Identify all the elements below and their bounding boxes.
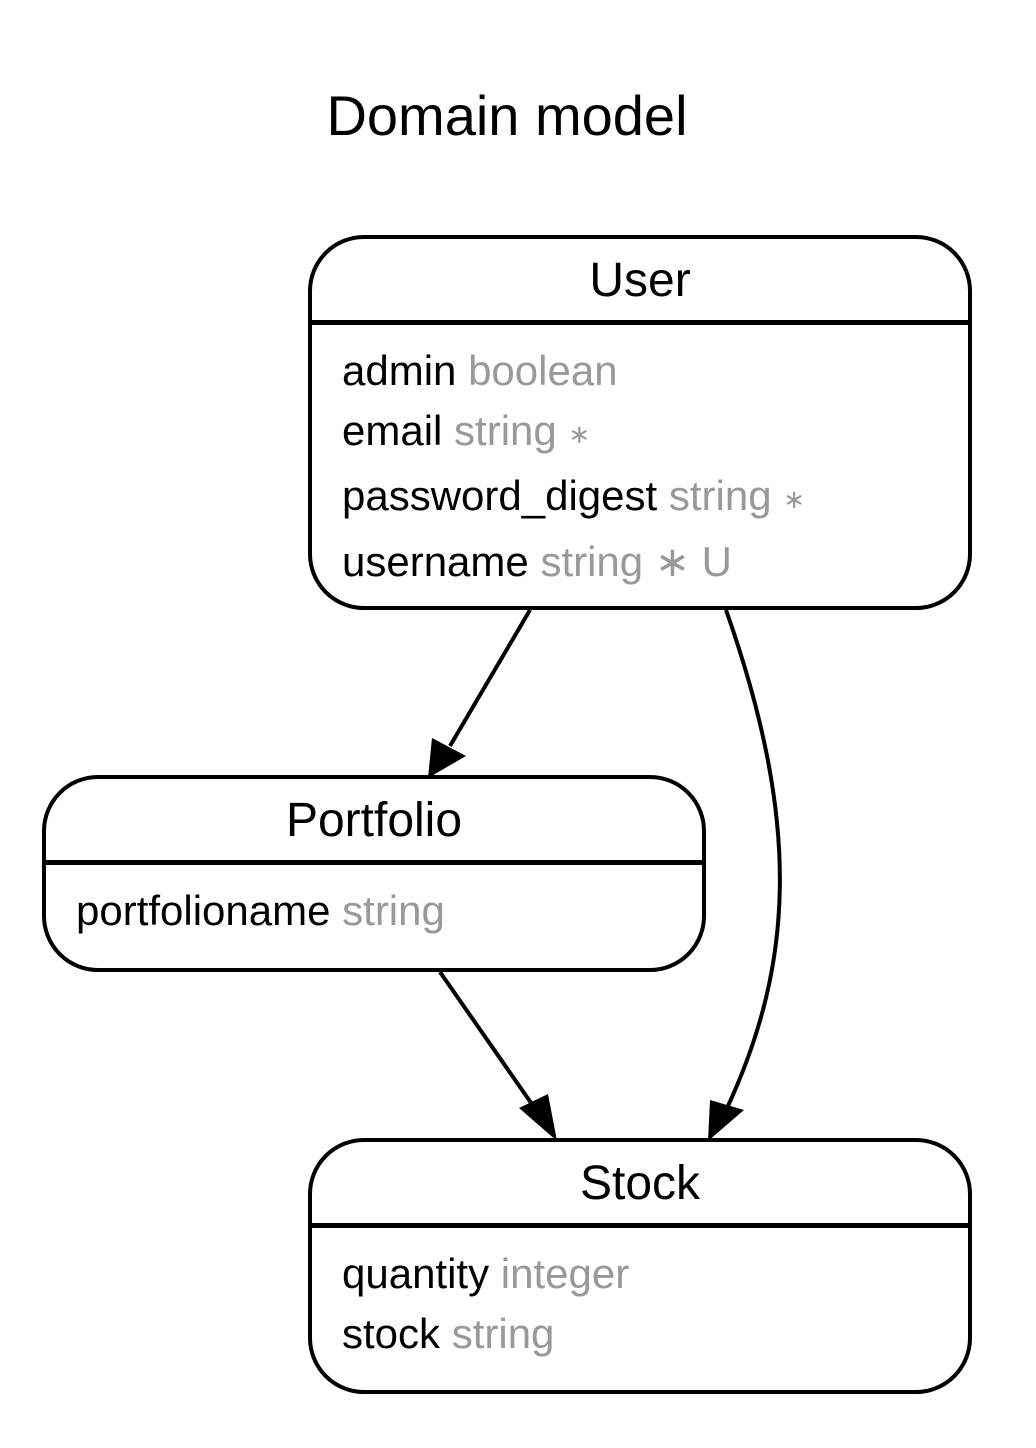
entity-portfolio-name: Portfolio <box>46 779 702 865</box>
diagram-title: Domain model <box>326 84 688 147</box>
attribute-row: username string ∗ U <box>342 532 968 592</box>
attribute-name: username <box>342 538 529 586</box>
edge-user-stock <box>708 609 782 1141</box>
required-marker: ∗ <box>783 484 806 515</box>
attribute-type: string <box>540 538 644 586</box>
attribute-name: quantity <box>342 1250 490 1297</box>
attribute-type: string <box>451 1309 555 1357</box>
attribute-name: portfolioname <box>76 887 331 934</box>
attribute-row: password_digest string ∗ <box>342 466 968 532</box>
entity-user[interactable]: User admin boolean email string ∗ passwo… <box>308 235 972 610</box>
entity-user-name: User <box>312 239 968 325</box>
attribute-row: portfolioname string <box>76 881 702 941</box>
entity-stock[interactable]: Stock quantity integer stock string <box>308 1138 972 1394</box>
attribute-type: string <box>668 472 772 520</box>
edge-user-portfolio <box>428 608 532 778</box>
attribute-name: password_digest <box>342 472 658 520</box>
attribute-type: boolean <box>468 347 618 394</box>
required-marker: ∗ <box>568 418 591 449</box>
edge-portfolio-stock <box>438 970 557 1141</box>
attribute-flags: ∗ U <box>654 538 733 586</box>
attribute-type: integer <box>500 1250 630 1297</box>
entity-stock-attributes: quantity integer stock string <box>312 1228 968 1363</box>
attribute-type: string <box>342 887 445 934</box>
attribute-row: admin boolean <box>342 341 968 401</box>
attribute-name: stock <box>342 1309 441 1357</box>
entity-user-attributes: admin boolean email string ∗ password_di… <box>312 325 968 592</box>
entity-portfolio-attributes: portfolioname string <box>46 865 702 941</box>
entity-stock-name: Stock <box>312 1142 968 1228</box>
entity-portfolio[interactable]: Portfolio portfolioname string <box>42 775 706 972</box>
attribute-name: admin <box>342 347 457 394</box>
attribute-row: stock string <box>342 1304 968 1364</box>
attribute-row: quantity integer <box>342 1244 968 1304</box>
attribute-name: email <box>342 406 443 454</box>
attribute-row: email string ∗ <box>342 401 968 467</box>
attribute-type: string <box>454 406 557 454</box>
